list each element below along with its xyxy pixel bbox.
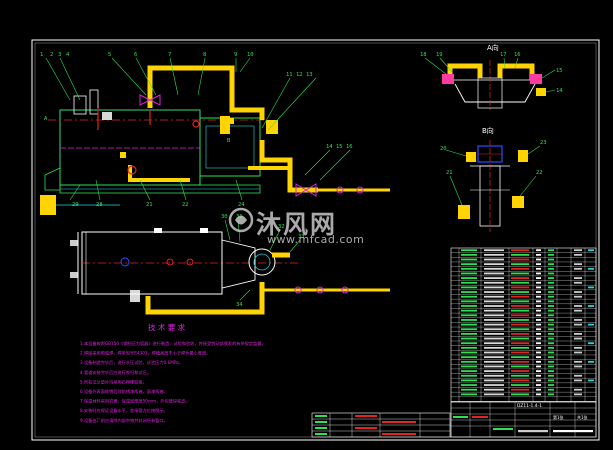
svg-text:14: 14 bbox=[326, 144, 333, 150]
sheet-number: 第1张 bbox=[553, 414, 564, 420]
svg-text:4: 4 bbox=[66, 52, 70, 58]
svg-text:19: 19 bbox=[436, 52, 443, 58]
watermark-logo-icon bbox=[228, 207, 254, 233]
requirement-item: 8.安装时应保证设备水平，各接管方位按图示。 bbox=[80, 407, 168, 414]
view-a-detail: A向 18 19 17 16 15 14 bbox=[420, 43, 563, 110]
svg-text:18: 18 bbox=[420, 52, 427, 58]
svg-text:B: B bbox=[227, 138, 231, 144]
svg-text:22: 22 bbox=[182, 202, 189, 208]
view-b-detail: B向 20 21 22 23 bbox=[440, 126, 547, 232]
svg-text:2: 2 bbox=[50, 52, 53, 58]
technical-requirements: 技 术 要 求 1.本设备按照GB150《钢制压力容器》进行制造、试验和验收，并… bbox=[80, 322, 266, 424]
requirement-item: 1.本设备按照GB150《钢制压力容器》进行制造、试验和验收，并接受劳动部颁发的… bbox=[80, 340, 266, 347]
requirement-item: 3.设备制造完毕后，进行水压试验，试验压力0.6MPa。 bbox=[80, 359, 183, 366]
svg-text:5: 5 bbox=[108, 52, 111, 58]
svg-text:11: 11 bbox=[286, 72, 293, 78]
drawing-number: DZ11-1.4-1 bbox=[517, 403, 542, 409]
svg-text:24: 24 bbox=[238, 202, 245, 208]
svg-text:16: 16 bbox=[346, 144, 353, 150]
svg-text:10: 10 bbox=[247, 52, 254, 58]
parts-list-table bbox=[450, 247, 597, 402]
requirement-item: 6.设备外表面除锈后涂防锈漆两遍，面漆两遍。 bbox=[80, 388, 168, 395]
requirements-title: 技 术 要 求 bbox=[148, 322, 186, 332]
requirement-item: 7.保温材料采用岩棉，保温层厚度50mm，外包镀锌铁皮。 bbox=[80, 398, 190, 405]
svg-text:16: 16 bbox=[514, 52, 521, 58]
revision-table bbox=[311, 412, 451, 438]
watermark-brand: 沐风网 bbox=[256, 210, 338, 239]
svg-text:17: 17 bbox=[500, 52, 507, 58]
svg-text:34: 34 bbox=[236, 302, 243, 308]
view-b-label: B向 bbox=[482, 126, 494, 135]
svg-text:21: 21 bbox=[446, 170, 453, 176]
svg-text:21: 21 bbox=[146, 202, 153, 208]
svg-text:29: 29 bbox=[72, 202, 79, 208]
svg-text:A: A bbox=[44, 116, 48, 122]
sheet-total: 共1张 bbox=[577, 414, 588, 420]
svg-text:8: 8 bbox=[203, 52, 206, 58]
watermark-url: www.mfcad.com bbox=[267, 233, 365, 246]
svg-text:23: 23 bbox=[540, 140, 547, 146]
svg-text:15: 15 bbox=[556, 68, 563, 74]
requirement-item: 5.所有法兰垫片均采用石棉橡胶板。 bbox=[80, 378, 147, 385]
svg-text:7: 7 bbox=[168, 52, 171, 58]
svg-text:33: 33 bbox=[298, 234, 305, 240]
requirement-item: 2.焊接采用电弧焊，焊条型号E4303，焊缝高度不小于焊件最小厚度。 bbox=[80, 350, 210, 357]
svg-text:15: 15 bbox=[336, 144, 343, 150]
requirement-item: 9.设备出厂前应清除内部杂物并封闭所有管口。 bbox=[80, 417, 168, 424]
svg-text:20: 20 bbox=[440, 146, 447, 152]
svg-text:30: 30 bbox=[221, 214, 228, 220]
svg-text:32: 32 bbox=[278, 224, 285, 230]
svg-text:12: 12 bbox=[296, 72, 303, 78]
svg-text:13: 13 bbox=[306, 72, 313, 78]
view-a-label: A向 bbox=[487, 43, 499, 52]
svg-text:22: 22 bbox=[536, 170, 543, 176]
svg-text:28: 28 bbox=[96, 202, 103, 208]
svg-text:9: 9 bbox=[234, 52, 237, 58]
svg-text:6: 6 bbox=[134, 52, 137, 58]
svg-text:3: 3 bbox=[58, 52, 61, 58]
svg-text:14: 14 bbox=[556, 88, 563, 94]
requirement-item: 4.管道安装完毕后应进行吹扫和试压。 bbox=[80, 369, 151, 376]
drawing-border bbox=[31, 39, 600, 441]
svg-text:1: 1 bbox=[40, 52, 43, 58]
title-block: DZ11-1.4-1 第1张 共1张 bbox=[450, 401, 597, 438]
